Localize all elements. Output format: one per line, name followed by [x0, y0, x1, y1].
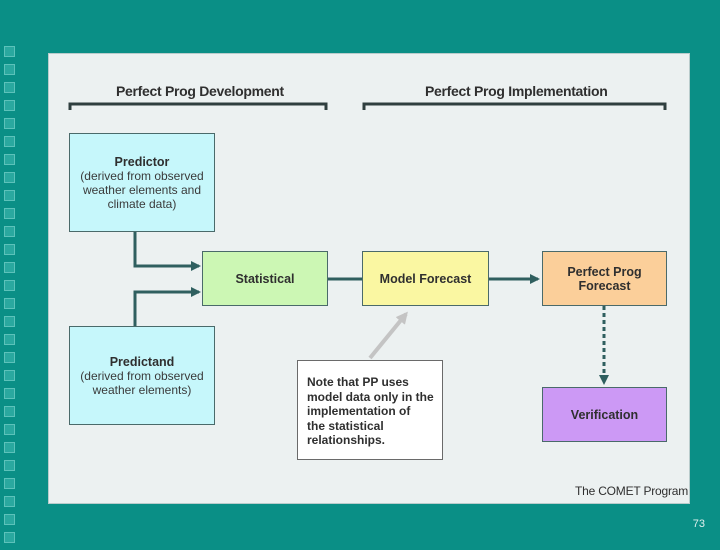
header-development: Perfect Prog Development [116, 83, 284, 99]
predictor-line-1: (derived from observed [80, 168, 204, 183]
development-bracket [68, 102, 328, 110]
verification-box: Verification [542, 387, 667, 442]
note-line-1: Note that PP uses [307, 375, 409, 389]
predictand-title: Predictand [109, 354, 175, 369]
note-line-3: implementation of [307, 404, 411, 418]
model-forecast-label: Model Forecast [379, 271, 472, 286]
note-line-2: model data only in the [307, 389, 434, 404]
perfect-prog-forecast-box: Perfect Prog Forecast [542, 251, 667, 306]
predictand-box: Predictand (derived from observed weathe… [69, 326, 215, 425]
model-forecast-box: Model Forecast [362, 251, 489, 306]
statistical-label: Statistical [235, 271, 295, 286]
predictor-line-2: weather elements and [82, 182, 202, 197]
pp-forecast-line-1: Perfect Prog [567, 264, 642, 279]
predictor-box: Predictor (derived from observed weather… [69, 133, 215, 232]
decorative-squares [4, 46, 18, 550]
implementation-bracket [362, 102, 667, 110]
note-line-5: relationships. [307, 433, 386, 447]
comet-credit: The COMET Program [575, 484, 689, 498]
statistical-box: Statistical [202, 251, 328, 306]
predictor-line-3: climate data) [107, 196, 177, 211]
verification-label: Verification [570, 407, 639, 422]
predictand-line-1: (derived from observed [80, 368, 204, 383]
predictor-to-statistical-arrow [133, 232, 201, 271]
page-number: 73 [692, 518, 705, 530]
note-line-4: the statistical [307, 418, 384, 433]
header-implementation: Perfect Prog Implementation [425, 83, 608, 99]
predictand-line-2: weather elements) [92, 382, 192, 397]
pp-forecast-line-2: Forecast [578, 278, 631, 293]
predictand-to-statistical-arrow [133, 287, 201, 326]
note-box: Note that PP uses model data only in the… [297, 360, 443, 460]
note-pointer-arrow [368, 311, 408, 360]
predictor-title: Predictor [114, 154, 170, 169]
